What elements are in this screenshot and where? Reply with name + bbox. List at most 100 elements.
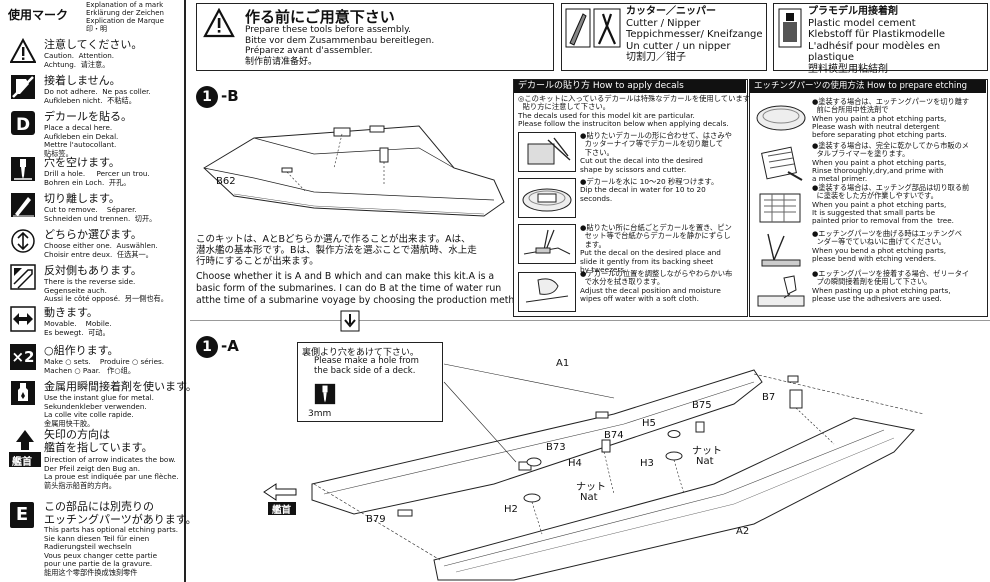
- step-1a: 1 -A 裏側より穴をあけて下さい。 Please make a hol: [194, 334, 990, 582]
- decals-panel: デカールの貼り方 How to apply decals ◎このキットに入ってい…: [513, 79, 757, 317]
- legend-title: 使用マーク: [8, 8, 69, 22]
- decal-wipe-illustration: [518, 272, 576, 312]
- step-suffix: -B: [221, 87, 239, 105]
- svg-text:D: D: [16, 115, 30, 135]
- drill-icon: [11, 157, 35, 181]
- legend-header-fr: Explication de Marque: [86, 17, 164, 25]
- part-label-b74: B74: [604, 430, 624, 441]
- part-label-b73: B73: [546, 442, 566, 453]
- decals-intro: ◎このキットに入っているデカールは特殊なデカールを使用しています。 貼り方に注意…: [518, 94, 757, 129]
- legend-header-en: Explanation of a mark: [86, 1, 164, 9]
- legend-item-decal: D デカールを貼る。 Place a decal here. Aufkleben…: [0, 110, 184, 157]
- etching-header: エッチングパーツの使用方法 How to prepare etching par…: [750, 80, 986, 104]
- drill-note-en: Please make a hole from the back side of…: [314, 356, 419, 376]
- drill-hole-note: 裏側より穴をあけて下さい。 Please make a hole from th…: [297, 342, 443, 422]
- part-label-h4: H4: [568, 458, 582, 469]
- part-label-nat-jp-1: ナット: [692, 446, 722, 457]
- bow-label: 艦首: [272, 505, 292, 516]
- bow-arrow-icon: [263, 483, 297, 515]
- part-label-a1: A1: [556, 358, 570, 369]
- legend-item-cut: 切り離します。 Cut to remove. Séparer. Schneide…: [0, 192, 184, 226]
- part-label-nat-en-2: Nat: [580, 492, 598, 503]
- flow-arrow-icon: [340, 310, 360, 332]
- bow-label: 艦首: [12, 457, 32, 468]
- times-two-icon: ×2: [10, 344, 36, 370]
- legend-item-bow-arrow: 艦首 矢印の方向は 艦首を指しています。 Direction of arrow …: [0, 428, 184, 498]
- etching-step-3: ●塗装する場合は、エッチング部品は切り取る前 に塗装をした方が作業しやすいです。…: [812, 183, 970, 226]
- legend-header-de: Erklärung der Zeichen: [86, 9, 164, 17]
- decal-step-2: ●デカールを水に 10～20 秒程つけます。 Dip the decal in …: [580, 177, 719, 203]
- drill-icon: [314, 383, 336, 405]
- legend-item-no-adhere: 接着しません。 Do not adhere. Ne pas coller. Au…: [0, 74, 184, 108]
- legend-header-translations: Explanation of a mark Erklärung der Zeic…: [86, 1, 184, 33]
- legend-item-etching: E この部品には別売りの エッチングパーツがあります。 This parts h…: [0, 500, 197, 580]
- part-label-h2: H2: [504, 504, 518, 515]
- legend-header: 使用マーク Explanation of a mark Erklärung de…: [0, 0, 184, 33]
- etch-tree-illustration: [759, 193, 801, 223]
- double-arrow-icon: [10, 306, 36, 332]
- etching-e-icon: E: [10, 502, 34, 528]
- decals-header: デカールの貼り方 How to apply decals: [514, 80, 746, 93]
- etch-wash-illustration: [756, 105, 806, 131]
- tools-title: 作る前にご用意下さい: [245, 8, 395, 26]
- etching-step-2: ●塗装する場合は、完全に乾かしてから市販のメ タルプライマーを塗ります。 Whe…: [812, 141, 969, 184]
- drill-size: 3mm: [308, 409, 332, 419]
- caution-triangle-icon: [203, 8, 235, 38]
- submarine-a-exploded-diagram: [311, 363, 925, 581]
- legend-item-caution: 注意してください。 Caution. Attention. Achtung. 请…: [0, 38, 184, 72]
- etch-glue-illustration: [757, 275, 805, 307]
- part-label-b79: B79: [366, 514, 386, 525]
- decal-step-3: ●貼りたい所に台紙ごとデカールを置き、ピン セット等で台紙からデカールを静かにず…: [580, 223, 732, 275]
- legend-item-drill: 穴を空けます。 Drill a hole. Percer un trou. Bo…: [0, 156, 184, 190]
- decal-water-illustration: [518, 178, 576, 218]
- step-suffix: -A: [221, 337, 239, 355]
- legend-item-movable: 動きます。 Movable. Mobile. Es bewegt. 可动。: [0, 306, 184, 340]
- legend-header-cn: 印・明: [86, 25, 107, 33]
- etch-bend-illustration: [761, 233, 801, 267]
- etching-step-5: ●エッチングパーツを接着する場合、ゼリータイ プの瞬間接着剤を使用して下さい。 …: [812, 269, 970, 303]
- legend-item-metal-glue: 金属用瞬間接着剤を使います。 Use the instant glue for …: [0, 380, 197, 427]
- nipper-icon: [593, 8, 621, 48]
- legend-item-reverse-side: 反対側もあります。 There is the reverse side. Geg…: [0, 264, 184, 304]
- legend-item-choose: どちらか選びます。 Choose either one. Auswählen. …: [0, 228, 184, 262]
- cutter-knife-icon: [565, 8, 591, 48]
- tools-prepare-box: 作る前にご用意下さい Prepare these tools before as…: [196, 3, 554, 71]
- no-glue-icon: [11, 75, 35, 99]
- cutter-knife-icon: [11, 193, 35, 217]
- bow-arrow-icon: [9, 430, 41, 467]
- cement-bottle-icon: [778, 8, 802, 48]
- step-number-badge: 1: [196, 86, 218, 108]
- part-label-b75: B75: [692, 400, 712, 411]
- step-1b-text-en: Choose whether it is A and B which and c…: [196, 271, 530, 306]
- etching-panel: エッチングパーツの使用方法 How to prepare etching par…: [749, 79, 988, 317]
- etch-primer-illustration: [761, 146, 803, 181]
- legend-item-jp: 注意してください。: [44, 38, 143, 51]
- decal-cut-illustration: [518, 132, 576, 172]
- part-label-h5: H5: [642, 418, 656, 429]
- legend-item-translations: Caution. Attention. Achtung. 请注意。: [44, 51, 115, 69]
- etching-step-4: ●エッチングパーツを曲げる時はエッチングベ ンダー等でていねいに曲げてください。…: [812, 229, 962, 263]
- legend-item-sets: ×2 ○組作ります。 Make ○ sets. Produire ○ série…: [10, 344, 165, 375]
- decal-step-4: ●デカールの位置を調整しながらやわらかい布 で水分を拭き取ります。 Adjust…: [580, 269, 733, 304]
- decal-slide-illustration: [518, 224, 576, 264]
- step-1b-text-jp: このキットは、AとBどちらか選んで作ることが出来ます。Aは、 潜水艦の基本形です…: [196, 234, 477, 267]
- part-label-nat-en-1: Nat: [696, 456, 714, 467]
- submarine-b-diagram: [203, 125, 505, 217]
- tools-title-translations: Prepare these tools before assembly.Bitt…: [245, 25, 435, 67]
- part-label-b7: B7: [762, 392, 776, 403]
- choose-icon: [11, 229, 35, 253]
- decal-step-1: ●貼りたいデカールの形に合わせて、はさみや カッターナイフ等でデカールを切り離し…: [580, 131, 732, 174]
- part-label-a2: A2: [736, 526, 750, 537]
- section-divider: [190, 320, 990, 321]
- step-1b: 1 -B B62 このキットは、AとBどちらか選んで作ることが出来ます。Aは、 …: [194, 84, 530, 314]
- decal-d-icon: D: [11, 111, 35, 135]
- reverse-side-icon: [10, 264, 36, 290]
- part-label-b62: B62: [216, 176, 236, 187]
- instant-glue-icon: [11, 381, 35, 405]
- step-number-badge: 1: [196, 336, 218, 358]
- legend-column: 使用マーク Explanation of a mark Erklärung de…: [0, 0, 197, 582]
